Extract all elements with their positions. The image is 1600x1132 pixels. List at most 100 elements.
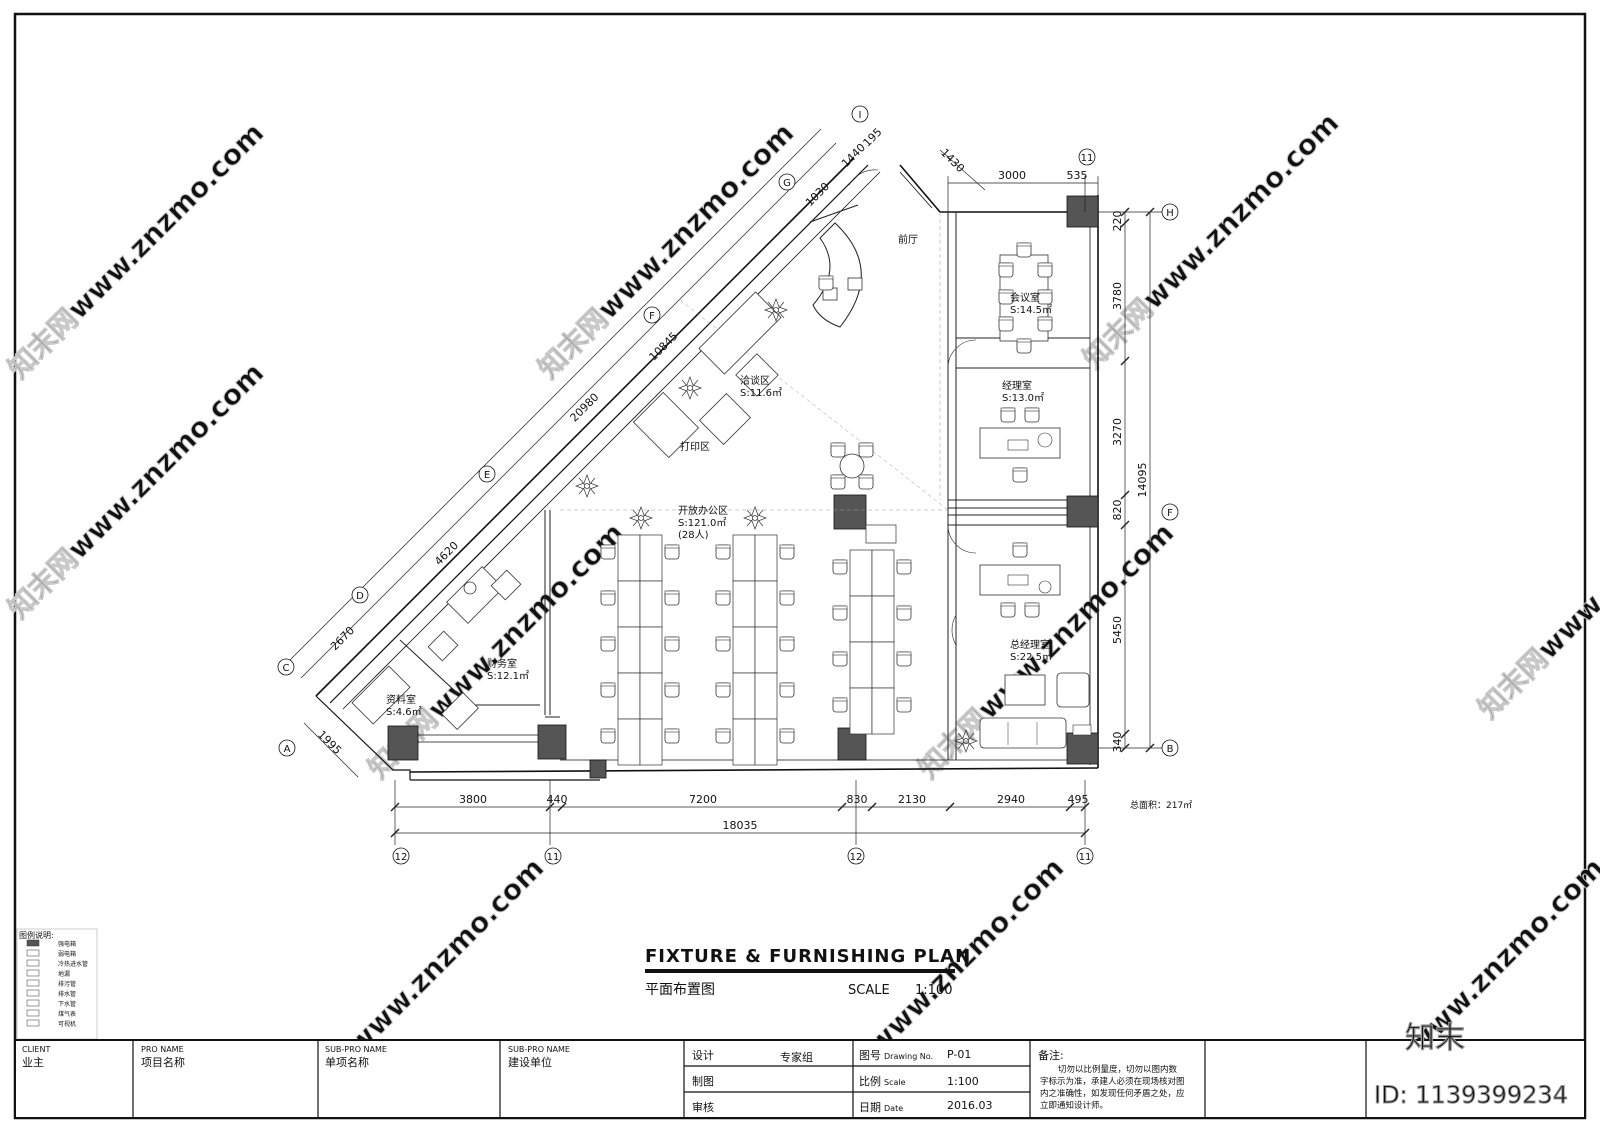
- room-area-gm: S:22.5㎡: [1010, 651, 1052, 663]
- legend-label: 地漏: [58, 970, 70, 978]
- legend-symbol: [26, 1009, 40, 1017]
- desk: [849, 687, 873, 735]
- chair: [715, 636, 731, 652]
- legend-symbol: [26, 989, 40, 997]
- axis-bubble: 12: [847, 847, 865, 865]
- svg-text:11: 11: [1079, 852, 1092, 863]
- desk: [732, 580, 756, 628]
- desk: [849, 595, 873, 643]
- axis-bubble: I: [851, 105, 869, 123]
- room-label-open-office: 开放办公区: [678, 504, 728, 517]
- tb-client-label: CLIENT: [22, 1045, 50, 1054]
- room-label-negotiation: 洽谈区: [740, 374, 770, 387]
- chair: [832, 651, 848, 667]
- tb-subpro-label: SUB-PRO NAME: [325, 1045, 387, 1054]
- dim-total-text: 18035: [723, 819, 758, 832]
- desk: [871, 687, 895, 735]
- desk: [639, 580, 663, 628]
- tb-scale-label: 比例: [859, 1074, 881, 1088]
- desk: [871, 549, 895, 597]
- dim-text: 1995: [315, 728, 344, 757]
- room-label-manager: 经理室: [1002, 379, 1032, 392]
- tb-date-label: 日期: [859, 1101, 881, 1114]
- legend-symbol: [26, 969, 40, 977]
- chair: [832, 697, 848, 713]
- desk: [865, 524, 897, 544]
- chair: [715, 728, 731, 744]
- legend-symbol: [26, 1019, 40, 1027]
- legend-title: 图例说明:: [19, 930, 54, 940]
- right-dimension-texts: 220 3780 3270 820 5450 340 14095: [1111, 211, 1149, 753]
- chair: [779, 590, 795, 606]
- tb-design-value: 专家组: [780, 1050, 813, 1064]
- top-dimensions: [939, 149, 1099, 212]
- manager-office-furniture: [979, 407, 1061, 483]
- chair: [664, 544, 680, 560]
- chair: [832, 605, 848, 621]
- chair: [664, 636, 680, 652]
- top-dimension-texts: 1430 3000 535: [938, 146, 1088, 182]
- tb-notes-line: 字标示为准，承建人必须在现场核对图: [1040, 1076, 1185, 1087]
- bottom-dimensions: [390, 780, 1090, 845]
- axis-bubble: C: [277, 658, 295, 676]
- dim-text: 3800: [459, 793, 487, 806]
- dim-total-text: 14095: [1136, 463, 1149, 498]
- axis-bubble: G: [778, 173, 796, 191]
- legend-label: 下水管: [58, 1000, 76, 1008]
- legend-label: 冷热进水管: [58, 960, 88, 968]
- meeting-table: [998, 242, 1053, 354]
- desk: [754, 580, 778, 628]
- dim-text: 195: [861, 126, 885, 150]
- tb-notes-line: 立即通知设计师。: [1040, 1100, 1108, 1111]
- finance-furniture: [351, 566, 522, 730]
- axis-markers: 12 11 12 11 H F B 11 A C D E F G I: [277, 105, 1179, 865]
- negotiation-furniture: [632, 275, 863, 459]
- legend-symbol: [26, 999, 40, 1007]
- chair: [600, 590, 616, 606]
- legend-label: 排水管: [58, 990, 76, 998]
- chair: [600, 682, 616, 698]
- diagonal-dimensions: [285, 128, 837, 778]
- gm-office-furniture: [979, 542, 1092, 749]
- svg-text:12: 12: [850, 852, 863, 863]
- tb-dwgno-value: P-01: [947, 1048, 971, 1061]
- svg-text:F: F: [1167, 508, 1173, 519]
- room-label-lobby: 前厅: [898, 233, 918, 246]
- chair: [779, 636, 795, 652]
- dim-text: 5450: [1111, 616, 1124, 644]
- svg-text:D: D: [356, 591, 364, 602]
- desk: [617, 672, 641, 720]
- tb-draw-label: 制图: [692, 1075, 714, 1088]
- svg-text:11: 11: [547, 852, 560, 863]
- tb-design-label: 设计: [692, 1049, 714, 1062]
- room-area-archive: S:4.6㎡: [386, 706, 422, 718]
- axis-bubble: 11: [1076, 847, 1094, 865]
- diagonal-dimension-texts: 1995 2670 4620 10845 1030 1440 195 20980: [315, 126, 885, 758]
- title-english: FIXTURE & FURNISHING PLAN: [645, 946, 971, 967]
- tb-dwgno-label: 图号: [859, 1049, 881, 1062]
- axis-bubble: 11: [544, 847, 562, 865]
- dim-text: 340: [1111, 732, 1124, 753]
- dim-total-text: 20980: [568, 391, 602, 425]
- legend-label: 可视机: [58, 1020, 76, 1028]
- right-dimensions: [1098, 207, 1165, 753]
- room-area-open-office: S:121.0㎡: [678, 517, 726, 529]
- axis-bubble: A: [278, 739, 296, 757]
- chair: [715, 590, 731, 606]
- room-area-meeting: S:14.5㎡: [1010, 304, 1052, 316]
- dim-text: 830: [847, 793, 868, 806]
- tb-notes-label: 备注:: [1038, 1048, 1064, 1062]
- title-chinese: 平面布置图: [645, 982, 715, 998]
- chair: [715, 682, 731, 698]
- watermark-layer: 知末网www.znzmo.com 知末网www.znzmo.com 知末网www…: [1, 106, 1600, 1121]
- dim-text: 4620: [432, 539, 461, 568]
- chair: [600, 728, 616, 744]
- image-id: ID: 1139399234: [1374, 1081, 1568, 1109]
- svg-text:H: H: [1166, 208, 1174, 219]
- tb-scale-en: Scale: [884, 1078, 906, 1087]
- dim-text: 3270: [1111, 418, 1124, 446]
- desk: [639, 718, 663, 766]
- room-area-manager: S:13.0㎡: [1002, 392, 1044, 404]
- svg-text:C: C: [283, 663, 290, 674]
